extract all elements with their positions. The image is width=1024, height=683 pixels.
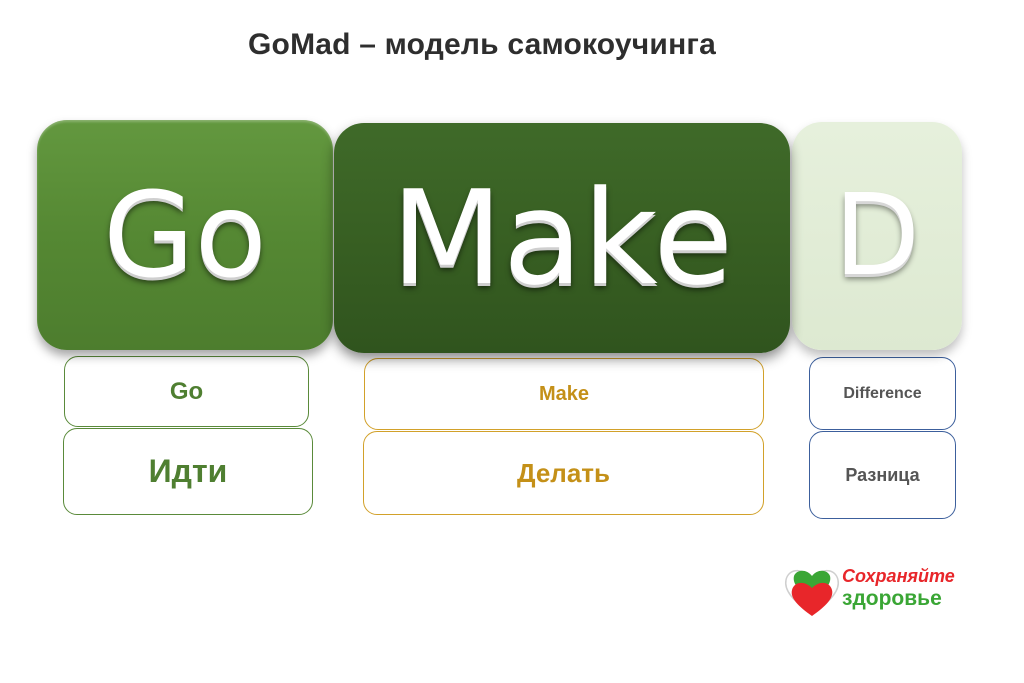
make-block: Make [334, 123, 790, 353]
make-english-label: Make [364, 358, 764, 430]
heart-icon [784, 569, 840, 616]
difference-english-label: Difference [809, 357, 956, 430]
go-english-label: Go [64, 356, 309, 427]
page-title: GoMad – модель самокоучинга [248, 28, 716, 61]
logo-text-line1: Сохраняйте [842, 566, 955, 586]
go-russian-label: Идти [63, 428, 313, 515]
d-block: D [792, 122, 962, 350]
brand-logo: Сохраняйте здоровье [782, 562, 972, 622]
logo-text-line2: здоровье [842, 587, 942, 610]
go-block: Go [37, 120, 333, 350]
make-russian-label: Делать [363, 431, 764, 515]
difference-russian-label: Разница [809, 431, 956, 519]
